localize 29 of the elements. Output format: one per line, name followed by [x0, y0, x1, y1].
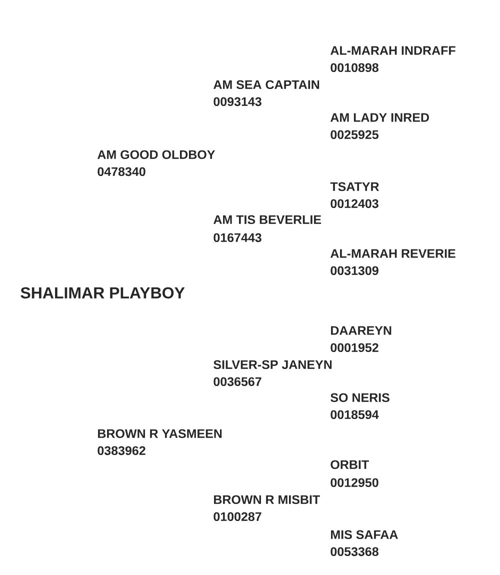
- subject-name: SHALIMAR PLAYBOY: [20, 287, 185, 299]
- horse-name: BROWN R MISBIT: [214, 495, 320, 504]
- registration-number: 0018594: [330, 410, 379, 420]
- horse-name: MIS SAFAA: [331, 530, 398, 540]
- registration-number: 0383962: [98, 446, 146, 456]
- horse-name: AM TIS BEVERLIE: [214, 215, 322, 224]
- registration-number: 0012950: [330, 478, 378, 488]
- horse-name: AL-MARAH INDRAFF: [330, 46, 456, 55]
- registration-number: 0001952: [330, 343, 378, 352]
- registration-number: 0093143: [214, 97, 262, 106]
- horse-name: SO NERIS: [330, 393, 390, 402]
- registration-number: 0012403: [330, 199, 378, 208]
- horse-name: ORBIT: [330, 460, 369, 470]
- registration-number: 0100287: [214, 512, 262, 522]
- registration-number: 0053368: [330, 547, 378, 556]
- horse-name: TSATYR: [330, 182, 379, 192]
- horse-name: SILVER-SP JANEYN: [214, 360, 332, 370]
- registration-number: 0010898: [330, 63, 378, 72]
- horse-name: BROWN R YASMEEN: [98, 429, 222, 438]
- registration-number: 0025925: [330, 130, 378, 140]
- registration-number: 0036567: [214, 377, 262, 386]
- horse-name: AM LADY INRED: [330, 113, 429, 122]
- registration-number: 0478340: [98, 167, 146, 176]
- horse-name: AM GOOD OLDBOY: [98, 150, 216, 160]
- registration-number: 0031309: [330, 266, 378, 276]
- registration-number: 0167443: [214, 233, 262, 242]
- horse-name: AL-MARAH REVERIE: [330, 249, 456, 258]
- horse-name: AM SEA CAPTAIN: [214, 80, 320, 90]
- horse-name: DAAREYN: [331, 326, 392, 335]
